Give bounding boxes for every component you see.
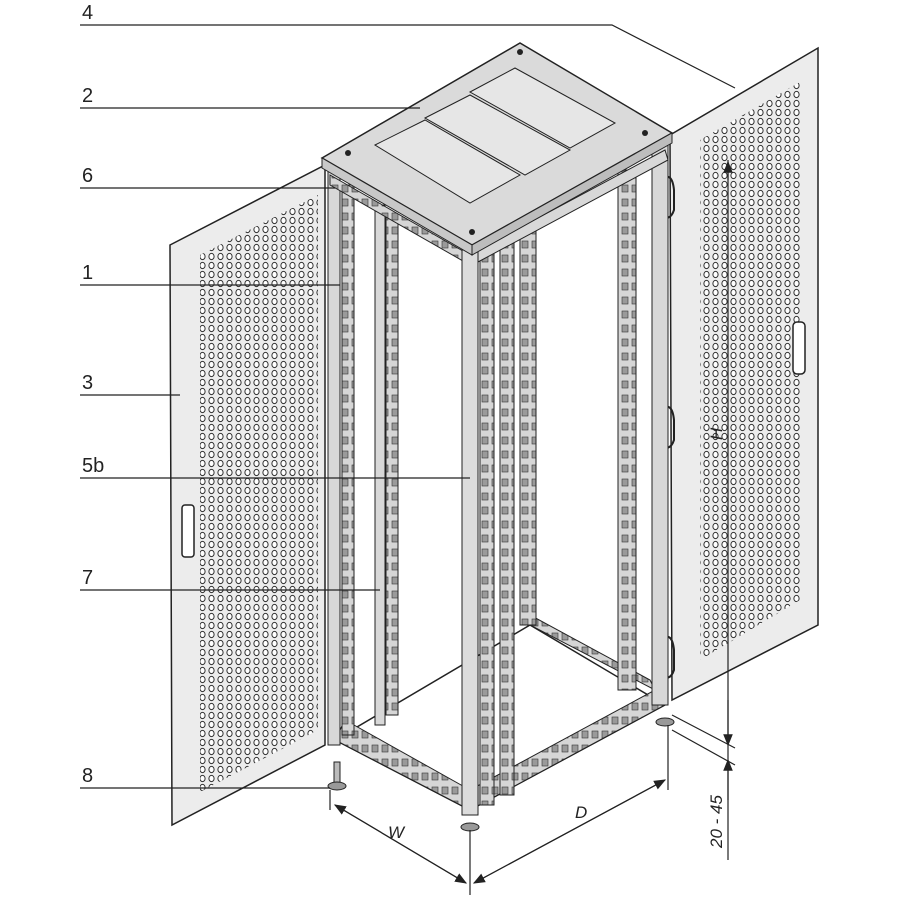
leader-lines <box>80 24 736 789</box>
door-handle-icon <box>792 321 806 375</box>
rack-roof <box>320 42 674 256</box>
callout-8: 8 <box>82 765 93 787</box>
rack-frame-front <box>327 149 669 816</box>
dimension-width: W <box>388 823 406 842</box>
dimension-lines <box>329 160 736 895</box>
dimension-depth: D <box>575 803 587 822</box>
dimension-height: H <box>707 427 726 440</box>
callout-6: 6 <box>82 165 93 187</box>
callout-7: 7 <box>82 567 93 589</box>
dimension-foot-adjust: 20 - 45 <box>707 795 726 849</box>
callout-5b: 5b <box>82 455 104 477</box>
callout-2: 2 <box>82 85 93 107</box>
door-handle-icon <box>181 504 195 558</box>
callout-4: 4 <box>82 2 93 24</box>
callout-3: 3 <box>82 372 93 394</box>
right-door <box>659 46 819 702</box>
left-door <box>169 163 326 827</box>
callout-1: 1 <box>82 262 93 284</box>
